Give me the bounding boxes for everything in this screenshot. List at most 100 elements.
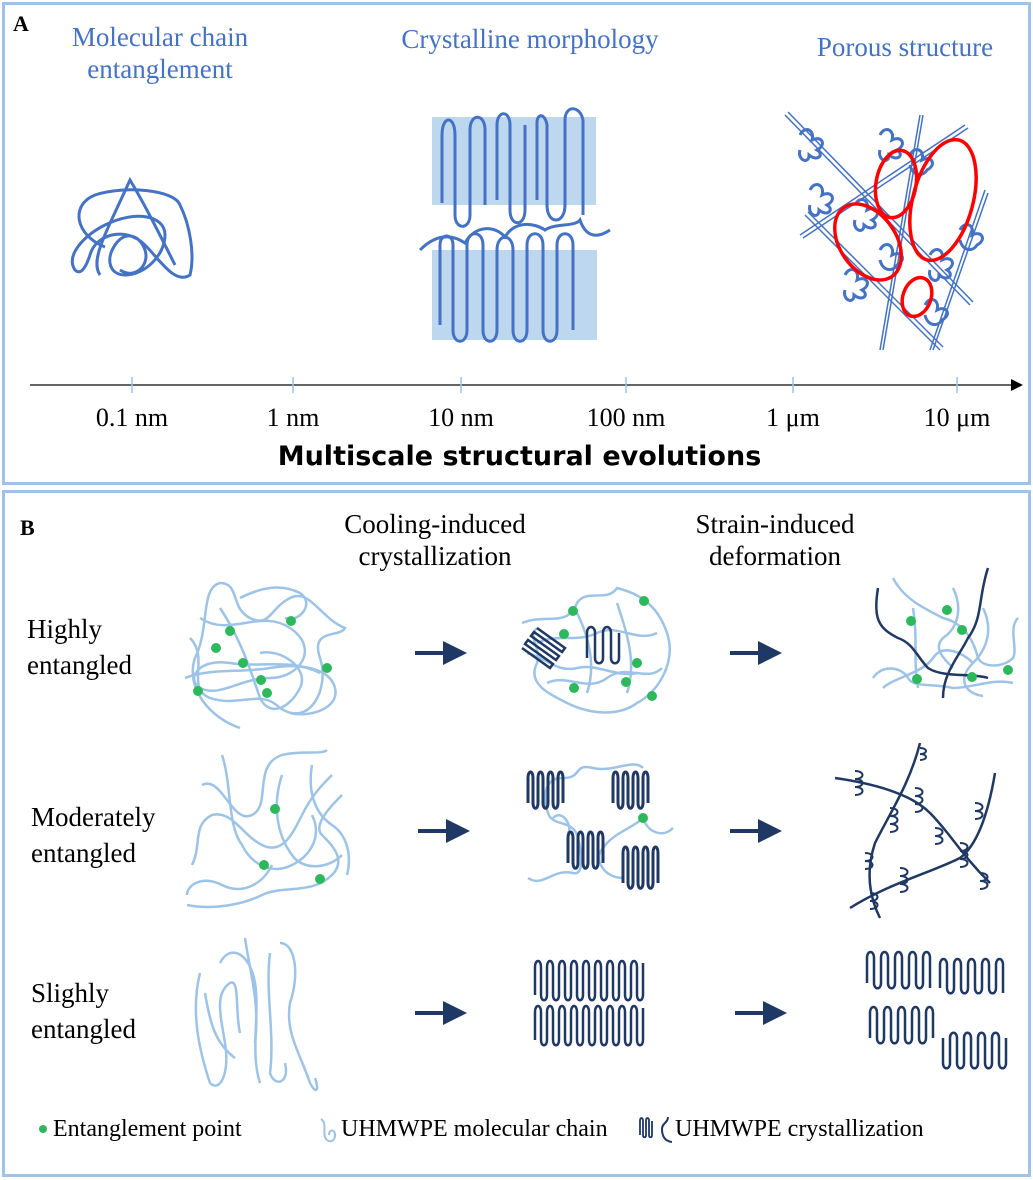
moderately-entangled-coil: [185, 748, 351, 909]
chain-path: [70, 188, 194, 279]
light-chains: [521, 586, 671, 714]
entanglement-point: [259, 860, 269, 870]
step-line: Strain-induced: [695, 509, 855, 539]
legend-entanglement-point: Entanglement point: [53, 1116, 242, 1142]
light-chains: [184, 581, 347, 730]
light-chains: [194, 937, 319, 1092]
entanglement-point-legend-icon: [39, 1125, 47, 1133]
axis-title: Multiscale structural evolutions: [277, 441, 762, 472]
arrow-group: [415, 641, 787, 1025]
legend-crystallization: UHMWPE crystallization: [675, 1116, 924, 1142]
step-label-strain: Strain-induced deformation: [655, 508, 895, 572]
row-label-highly: Highly entangled: [27, 611, 132, 683]
process-arrows: [415, 641, 787, 1025]
title-porous-structure: Porous structure: [816, 32, 994, 62]
crystal-clusters: [854, 747, 989, 910]
row-line: Moderately: [31, 802, 156, 832]
title-line: entanglement: [87, 54, 233, 84]
pore-ellipses: [832, 137, 978, 319]
entanglement-point: [957, 625, 967, 635]
title-crystalline-morphology: Crystalline morphology: [401, 24, 659, 54]
pore: [832, 202, 904, 282]
entanglement-point: [639, 596, 649, 606]
panel-a: A Molecular chain entanglement Crystalli…: [2, 2, 1031, 485]
step-line: deformation: [709, 541, 841, 571]
entanglement-point: [286, 616, 296, 626]
tick-label: 10 nm: [428, 403, 494, 432]
entanglement-point: [211, 643, 221, 653]
dark-chains: [834, 742, 997, 919]
entanglement-point: [569, 683, 579, 693]
pore: [908, 137, 978, 263]
molecular-chain-legend-icon: [320, 1118, 337, 1143]
crystal-folds: [533, 959, 645, 1047]
highly-entangled-coil: [184, 581, 347, 730]
title-molecular-chain-entanglement: Molecular chain entanglement: [45, 21, 275, 85]
legend-molecular-chain: UHMWPE molecular chain: [341, 1116, 608, 1142]
dark-chains: [874, 567, 990, 699]
crystal-folds: [526, 770, 660, 890]
crystal-folds: [521, 625, 621, 670]
entanglement-points: [193, 616, 332, 698]
entanglement-point: [568, 606, 578, 616]
tick-label: 10 μm: [923, 403, 991, 432]
entanglement-point: [270, 804, 280, 814]
folded-chain-lower: [438, 232, 575, 343]
entanglement-points: [259, 804, 325, 884]
title-line: Molecular chain: [71, 22, 249, 52]
entanglement-point: [621, 677, 631, 687]
crystal-folds: [865, 950, 1008, 1070]
tick-label: 1 nm: [266, 403, 320, 432]
tick-label: 100 nm: [586, 403, 666, 432]
entanglement-point: [638, 813, 648, 823]
step-line: Cooling-induced: [344, 509, 526, 539]
axis-ticks: [131, 377, 958, 393]
entanglement-point: [238, 658, 248, 668]
crystallization-legend-icon: [639, 1116, 673, 1143]
entanglement-point: [256, 675, 266, 685]
row-line: Slighly: [31, 978, 110, 1008]
folded-chain-upper: [440, 107, 585, 228]
entanglement-point: [912, 674, 922, 684]
row-label-moderately: Moderately entangled: [31, 799, 155, 871]
entanglement-point: [647, 691, 657, 701]
light-chains: [185, 748, 351, 909]
porous-structure-illustration: [784, 111, 989, 351]
entanglement-point: [225, 626, 235, 636]
row-line: Highly: [27, 614, 103, 644]
entanglement-point: [632, 658, 642, 668]
highly-entangled-cooled: [521, 586, 671, 714]
entanglement-point: [906, 616, 916, 626]
entangled-chain-illustration: [70, 176, 194, 279]
axis-arrowhead: [1011, 379, 1023, 391]
row-line: entangled: [31, 838, 136, 868]
slightly-entangled-cooled: [533, 959, 645, 1047]
slightly-entangled-strained: [865, 950, 1008, 1070]
amorphous-chain: [418, 216, 611, 252]
row-line: entangled: [27, 650, 132, 680]
lamella-block-top: [432, 117, 596, 205]
scale-axis: [30, 377, 1023, 393]
step-line: crystallization: [358, 541, 512, 571]
entanglement-points: [559, 596, 657, 701]
row-label-slightly: Slighly entangled: [31, 975, 136, 1047]
entanglement-point: [315, 874, 325, 884]
panel-b-letter: B: [20, 515, 35, 540]
entanglement-point: [193, 686, 203, 696]
tick-label: 1 μm: [766, 403, 820, 432]
panel-b: B Cooling-induced crystallization Strain…: [2, 490, 1031, 1177]
legend: Entanglement point UHMWPE molecular chai…: [35, 1113, 1025, 1153]
slightly-entangled-coil: [194, 937, 319, 1092]
tick-label: 0.1 nm: [95, 403, 169, 432]
entanglement-points: [906, 605, 1013, 684]
row-line: entangled: [31, 1014, 136, 1044]
entanglement-point: [262, 688, 272, 698]
entanglement-point: [1003, 665, 1013, 675]
panel-a-letter: A: [13, 11, 29, 36]
chain-path: [95, 176, 177, 276]
entanglement-point: [967, 672, 977, 682]
entanglement-point: [322, 663, 332, 673]
moderately-entangled-cooled: [526, 763, 674, 890]
crystalline-lamellae-illustration: [418, 107, 611, 343]
moderately-entangled-strained: [834, 742, 997, 919]
